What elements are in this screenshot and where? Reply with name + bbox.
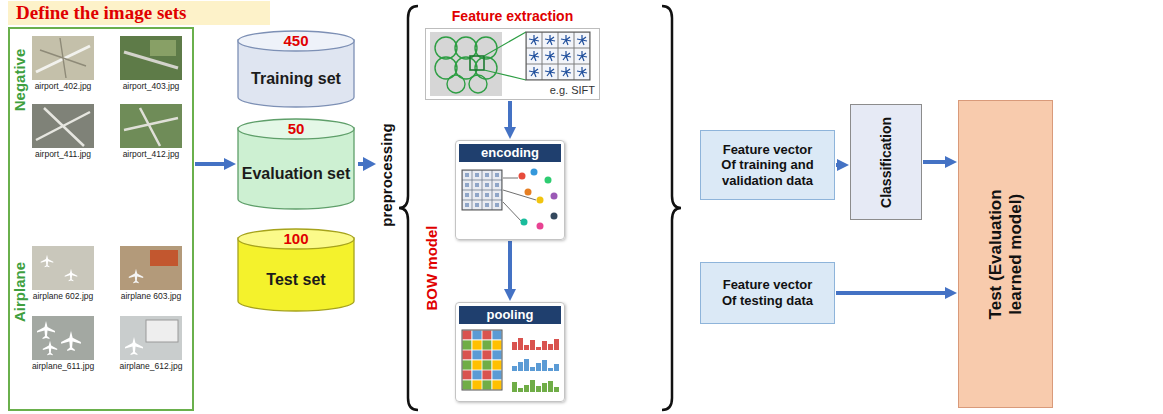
codeword-dot [551, 193, 558, 200]
codeword-dot [537, 197, 544, 204]
cylinder-top [238, 119, 354, 139]
pooling-grid [462, 330, 502, 390]
plane-icon [41, 255, 54, 268]
keypoint-circle [435, 37, 457, 59]
airport-thumbnail [32, 104, 94, 148]
zoom-lines [484, 32, 526, 80]
file-name: airport_402.jpg [35, 82, 92, 92]
keypoint-circle [447, 75, 465, 93]
airport-thumbnail [120, 36, 182, 80]
flow-arrow [836, 291, 945, 295]
runway [124, 108, 178, 146]
file-name: airplane 603.jpg [121, 292, 182, 302]
flow-arrow [195, 162, 224, 166]
cylinder-top [238, 31, 354, 51]
stage-label: preprocessing [378, 123, 395, 226]
panel-heading: Define the image sets [16, 3, 186, 23]
left-brace [399, 6, 418, 410]
airplane-thumbnail [120, 316, 182, 360]
airplane-thumbnail [32, 316, 94, 360]
hangar-roof [146, 320, 178, 342]
feature-vector-box: Feature vector Of testing data [700, 262, 835, 324]
file-name: airport_412.jpg [123, 150, 180, 160]
taxiway [40, 38, 86, 78]
keypoint-circle [469, 75, 487, 93]
process-box: Test (Evaluation learned model) [958, 100, 1053, 408]
dataset-cylinder: 100Test set [237, 228, 355, 312]
codeword-dot [525, 189, 532, 196]
sample-image [430, 32, 502, 96]
cylinder-body [238, 128, 354, 209]
file-name: airplane_612.jpg [120, 362, 183, 372]
runway [36, 108, 90, 146]
plane-icon [125, 337, 143, 355]
process-box: Classification [850, 104, 922, 220]
heading-band [8, 1, 270, 25]
flow-arrow-head [363, 157, 376, 171]
plane-icon [43, 341, 57, 355]
plane-icon [65, 269, 78, 282]
plane-icon [61, 331, 81, 351]
file-name: airplane 602.jpg [33, 292, 94, 302]
keypoint-circles [435, 37, 497, 93]
file-name: airplane_611.jpg [32, 362, 94, 372]
descriptor-grid [526, 32, 590, 80]
right-brace [662, 6, 681, 410]
box-label: Classification [878, 110, 895, 214]
airplane-thumbnail [32, 246, 94, 290]
codeword-dot [545, 177, 552, 184]
panel-heading: Feature extraction [426, 8, 599, 25]
box-label: Feature vector Of testing data [716, 277, 820, 308]
assignment-lines [503, 178, 536, 222]
histogram [512, 359, 559, 371]
codeword-dot [519, 173, 526, 180]
runway [124, 52, 178, 68]
codeword-dot [551, 213, 558, 220]
codeword-dot [521, 219, 528, 226]
airplane-thumbnail [120, 246, 182, 290]
plane-icon [37, 321, 55, 339]
flow-arrow [836, 163, 837, 167]
class-name: Negative [11, 49, 28, 112]
box-label: Feature vector Of training and validatio… [716, 142, 820, 189]
patch-highlight [470, 56, 484, 70]
descriptor-grid [462, 170, 502, 210]
histogram [512, 380, 559, 392]
plane-icon [129, 269, 143, 283]
flow-arrow [508, 101, 512, 127]
flow-arrow [508, 241, 512, 289]
step-title: pooling [459, 306, 561, 324]
feature-extraction-panel: Feature extractione.g. SIFT [425, 28, 600, 100]
box-label: Test (Evaluation learned model) [985, 174, 1026, 334]
terminal-roof [150, 250, 178, 266]
flow-arrow [923, 160, 945, 164]
codeword-dot [531, 169, 538, 176]
field-patch [150, 40, 176, 56]
feature-vector-box: Feature vector Of training and validatio… [700, 130, 835, 200]
dataset-cylinder: 450Training set [237, 30, 355, 108]
sample-count: 450 [283, 33, 308, 49]
set-name: Test set [266, 270, 325, 289]
sample-count: 50 [288, 121, 305, 137]
airport-thumbnail [32, 36, 94, 80]
bow-step-panel: encoding [455, 140, 565, 240]
airport-thumbnail [120, 104, 182, 148]
model-label: BOW model [423, 226, 440, 311]
class-name: Airplane [11, 262, 28, 322]
bow-step-panel: pooling [455, 302, 565, 402]
cylinder-top [238, 229, 354, 249]
file-name: airport_403.jpg [123, 82, 180, 92]
sample-count: 100 [283, 231, 308, 247]
image-set-panel: Define the image sets [8, 27, 194, 411]
codeword-dot [537, 223, 544, 230]
step-title: encoding [459, 144, 561, 162]
file-name: airport_411.jpg [35, 150, 91, 160]
set-name: Evaluation set [242, 164, 350, 183]
example-note: e.g. SIFT [550, 84, 595, 97]
histogram [512, 338, 559, 350]
dataset-cylinder: 50Evaluation set [237, 118, 355, 210]
set-name: Training set [251, 69, 341, 88]
